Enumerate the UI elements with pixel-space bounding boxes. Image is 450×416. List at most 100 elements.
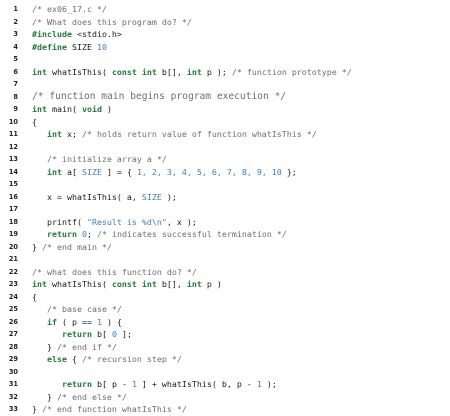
line-number: 27 — [8, 330, 18, 338]
code-token: printf( — [32, 216, 87, 227]
code-text: /* what does this function do? */ — [32, 266, 197, 279]
line-number: 28 — [8, 342, 18, 351]
line-number: 29 — [8, 355, 18, 363]
code-token: x; — [62, 129, 82, 139]
code-token: } — [32, 241, 42, 252]
line-number: 17 — [8, 205, 18, 213]
comment: /* function main begins program executio… — [32, 90, 287, 102]
code-text: int whatIsThis( const int b[], int p ); … — [32, 66, 352, 79]
code-token: { — [32, 116, 37, 127]
code-token: main( — [47, 104, 82, 114]
code-line: 5 — [0, 53, 450, 66]
line-number: 32 — [8, 392, 18, 401]
code-text: printf( "Result is %d\n", x ); — [32, 216, 197, 229]
code-line: 31 return b[ p - 1 ] + whatIsThis( b, p … — [0, 378, 450, 391]
code-line: 7 — [0, 78, 450, 91]
code-token — [32, 129, 47, 139]
code-text: } /* end main */ — [32, 241, 112, 254]
code-line: 32 } /* end else */ — [0, 391, 450, 404]
comment: /* What does this program do? */ — [32, 16, 192, 27]
comment: /* initialize array a */ — [47, 154, 167, 164]
code-text: return b[ p - 1 ] + whatIsThis( b, p - 1… — [32, 378, 277, 391]
code-token: b[], — [156, 279, 187, 289]
line-number: 1 — [13, 5, 18, 13]
number-literal: 1 — [256, 379, 262, 389]
line-number: 2 — [13, 17, 18, 26]
string-literal: "Result is %d\n" — [86, 216, 167, 227]
number-literal: 10 — [96, 41, 107, 52]
code-token: } — [32, 341, 57, 352]
number-literal: 1 — [96, 316, 102, 327]
preprocessor-directive: #include — [32, 29, 72, 39]
code-token: } — [32, 391, 57, 402]
line-number: 16 — [8, 192, 18, 201]
code-line: 10 { — [0, 116, 450, 129]
code-token: ); — [161, 191, 177, 202]
comment: /* end main */ — [42, 241, 112, 252]
code-token: p ); — [201, 66, 232, 77]
code-text: #define SIZE 10 — [32, 41, 107, 54]
code-token: ); — [261, 379, 277, 389]
code-token: { — [66, 354, 82, 364]
code-text: } /* end if */ — [32, 341, 117, 354]
number-literal: 0 — [111, 329, 117, 339]
code-line: 28 } /* end if */ — [0, 341, 450, 354]
code-text: /* ex06_17.c */ — [32, 3, 107, 16]
line-number: 5 — [13, 55, 18, 63]
line-number: 4 — [13, 42, 18, 51]
comment: /* ex06_17.c */ — [32, 4, 107, 14]
code-text: /* initialize array a */ — [32, 153, 167, 166]
comment: /* what does this function do? */ — [32, 266, 197, 277]
code-token: ; — [86, 229, 97, 239]
keyword: int — [32, 104, 47, 114]
code-line: 11 int x; /* holds return value of funct… — [0, 128, 450, 141]
comment: /* end function whatIsThis */ — [42, 404, 187, 414]
code-token: a[ — [62, 166, 82, 177]
keyword: return — [61, 329, 92, 339]
keyword: return — [61, 379, 92, 389]
code-token: b[ p - — [91, 379, 132, 389]
line-number: 3 — [13, 30, 18, 38]
line-number: 14 — [8, 167, 18, 176]
line-number: 22 — [8, 267, 18, 276]
code-line: 30 — [0, 366, 450, 379]
code-line: 29 else { /* recursion step */ — [0, 353, 450, 366]
line-number: 23 — [8, 280, 18, 288]
line-number: 18 — [8, 217, 18, 226]
comment: /* end if */ — [56, 341, 117, 352]
code-text: x = whatIsThis( a, SIZE ); — [32, 191, 177, 204]
code-line: 8/* function main begins program executi… — [0, 91, 450, 104]
code-text: if ( p == 1 ) { — [32, 316, 122, 329]
code-text: { — [32, 116, 37, 129]
code-token — [32, 229, 47, 239]
code-line: 1 /* ex06_17.c */ — [0, 3, 450, 16]
keyword: int — [47, 129, 62, 139]
code-token — [32, 167, 47, 177]
comment: /* end else */ — [56, 391, 127, 402]
comment: /* base case */ — [47, 304, 122, 314]
line-number: 7 — [13, 80, 18, 88]
code-line: 27 return b[ 0 ]; — [0, 328, 450, 341]
code-token — [32, 379, 62, 389]
line-number: 10 — [8, 117, 18, 126]
code-line: 16 x = whatIsThis( a, SIZE ); — [0, 191, 450, 204]
line-number: 11 — [8, 130, 18, 138]
code-line: 17 — [0, 203, 450, 216]
code-line: 20} /* end main */ — [0, 241, 450, 254]
code-token — [32, 329, 62, 339]
code-token: ( p == — [57, 316, 97, 327]
code-token: ] + whatIsThis( b, p - — [136, 379, 257, 389]
comment: /* recursion step */ — [81, 354, 182, 364]
code-line: 2 /* What does this program do? */ — [0, 16, 450, 29]
code-line: 25 /* base case */ — [0, 303, 450, 316]
line-number: 30 — [8, 367, 18, 376]
code-text: int main( void ) — [32, 103, 112, 116]
code-text: else { /* recursion step */ — [32, 353, 182, 366]
line-number: 20 — [8, 242, 18, 251]
line-number: 21 — [8, 255, 18, 263]
keyword: int — [47, 166, 62, 177]
line-number: 6 — [13, 67, 18, 76]
code-token — [32, 154, 47, 164]
